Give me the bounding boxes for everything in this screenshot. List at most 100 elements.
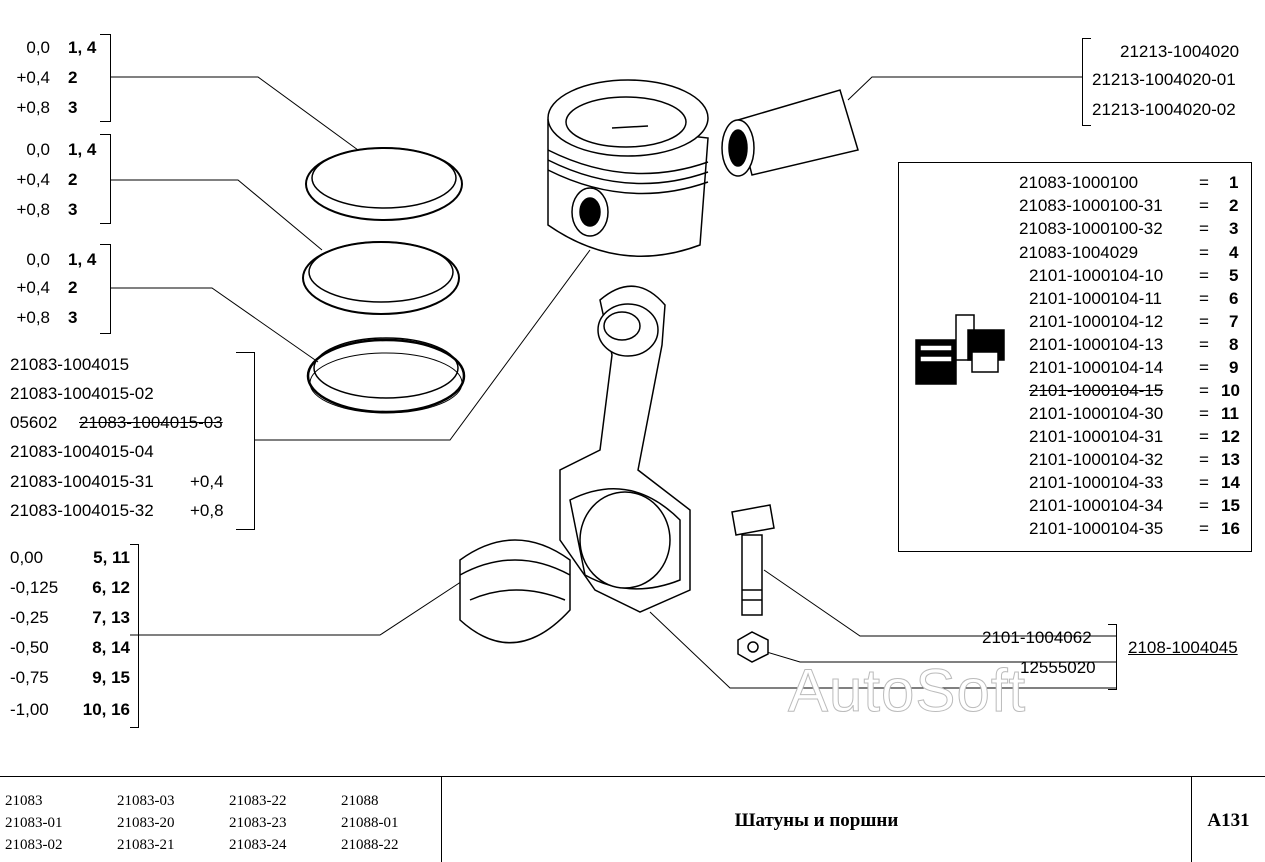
code-eq-9: = xyxy=(1199,381,1209,400)
leader-ring2 xyxy=(110,179,323,251)
bearing-items-3: 8, 14 xyxy=(92,638,130,657)
model-2-0: 21083-22 xyxy=(229,793,287,809)
code-eq-4: = xyxy=(1199,266,1209,285)
bolt-part-number: 2101-1004062 xyxy=(982,628,1092,647)
code-num-4: 5 xyxy=(1229,266,1239,285)
piston xyxy=(547,79,709,257)
code-num-11: 12 xyxy=(1221,427,1240,446)
code-eq-12: = xyxy=(1199,450,1209,469)
code-row-3: 21083-1004029 xyxy=(1019,243,1139,262)
piston-ring-2 xyxy=(302,241,460,315)
ring3-size-1: +0,4 xyxy=(16,278,50,297)
page-number: A131 xyxy=(1207,810,1250,831)
footer-divider-right xyxy=(1191,776,1192,862)
code-eq-3: = xyxy=(1199,243,1209,262)
code-row-11: 2101-1000104-31 xyxy=(1029,427,1164,446)
leader-pin xyxy=(847,76,1082,101)
ring-set-part-2-prefix: 05602 xyxy=(10,413,58,432)
ring3-size-0: 0,0 xyxy=(26,250,50,269)
code-num-15: 16 xyxy=(1221,519,1240,538)
piston-pin xyxy=(721,89,859,177)
code-row-12: 2101-1000104-32 xyxy=(1029,450,1164,469)
ring1-items-2: 3 xyxy=(68,98,78,117)
bearing-items-1: 6, 12 xyxy=(92,578,130,597)
bearing-size-2: -0,25 xyxy=(10,608,49,627)
pin-part-0: 21213-1004020 xyxy=(1120,42,1240,61)
leader-bolt xyxy=(763,569,1116,637)
ring-set-part-1: 21083-1004015-02 xyxy=(10,384,154,403)
code-row-9: 2101-1000104-15 xyxy=(1029,381,1164,400)
code-eq-0: = xyxy=(1199,173,1209,192)
code-num-1: 2 xyxy=(1229,196,1239,215)
model-1-0: 21083-03 xyxy=(117,793,175,809)
model-1-2: 21083-21 xyxy=(117,837,175,853)
bearing-bracket xyxy=(130,544,139,728)
footer-divider xyxy=(0,776,1265,777)
code-row-2: 21083-1000100-32 xyxy=(1019,219,1163,238)
ring3-items-2: 3 xyxy=(68,308,78,327)
bolt-nut-bracket xyxy=(1108,624,1117,690)
piston-ring-1 xyxy=(305,147,463,221)
assembly-part-number: 2108-1004045 xyxy=(1128,638,1238,657)
model-3-1: 21088-01 xyxy=(341,815,399,831)
model-3-0: 21088 xyxy=(341,793,379,809)
code-num-8: 9 xyxy=(1229,358,1239,377)
leader-nut xyxy=(759,649,1116,663)
code-num-13: 14 xyxy=(1221,473,1240,492)
code-eq-5: = xyxy=(1199,289,1209,308)
bearing-size-4: -0,75 xyxy=(10,668,49,687)
ring2-items-0: 1, 4 xyxy=(68,140,97,159)
code-eq-11: = xyxy=(1199,427,1209,446)
leader-bearing xyxy=(130,571,477,636)
ring1-items-1: 2 xyxy=(68,68,78,87)
ring1-bracket xyxy=(100,34,111,122)
code-num-14: 15 xyxy=(1221,496,1240,515)
code-row-4: 2101-1000104-10 xyxy=(1029,266,1164,285)
pin-bracket xyxy=(1082,38,1091,126)
model-2-2: 21083-24 xyxy=(229,837,287,853)
ring3-items-1: 2 xyxy=(68,278,78,297)
ring-set-part-5-suffix: +0,8 xyxy=(190,501,224,520)
nut-part-number: 12555020 xyxy=(1020,658,1096,677)
ring-set-part-3: 21083-1004015-04 xyxy=(10,442,154,461)
rod-nut xyxy=(737,631,769,663)
leader-ring1 xyxy=(110,76,359,151)
code-row-10: 2101-1000104-30 xyxy=(1029,404,1164,423)
pin-part-2: 21213-1004020-02 xyxy=(1092,100,1236,119)
bearing-items-5: 10, 16 xyxy=(82,700,130,719)
bearing-size-1: -0,125 xyxy=(10,578,59,597)
leader-ring3 xyxy=(110,287,319,363)
rod-bolt xyxy=(731,504,775,616)
code-row-0: 21083-1000100 xyxy=(1019,173,1139,192)
code-num-3: 4 xyxy=(1229,243,1239,262)
page-title: Шатуны и поршни xyxy=(734,810,899,831)
catalog-icon xyxy=(915,314,1005,385)
model-0-1: 21083-01 xyxy=(5,815,63,831)
code-eq-1: = xyxy=(1199,196,1209,215)
ring3-bracket xyxy=(100,244,111,334)
code-eq-8: = xyxy=(1199,358,1209,377)
ring3-size-2: +0,8 xyxy=(16,308,50,327)
bearing-size-3: -0,50 xyxy=(10,638,49,657)
bearing-items-4: 9, 15 xyxy=(92,668,130,687)
code-row-15: 2101-1000104-35 xyxy=(1029,519,1164,538)
bearing-size-5: -1,00 xyxy=(10,700,49,719)
code-row-6: 2101-1000104-12 xyxy=(1029,312,1164,331)
code-row-1: 21083-1000100-31 xyxy=(1019,196,1163,215)
ring1-items-0: 1, 4 xyxy=(68,38,97,57)
code-row-14: 2101-1000104-34 xyxy=(1029,496,1164,515)
model-3-2: 21088-22 xyxy=(341,837,399,853)
code-num-0: 1 xyxy=(1229,173,1239,192)
ring-set-part-4: 21083-1004015-31 xyxy=(10,472,154,491)
model-0-0: 21083 xyxy=(5,793,43,809)
ring-set-part-4-suffix: +0,4 xyxy=(190,472,224,491)
ring2-items-2: 3 xyxy=(68,200,78,219)
ring2-items-1: 2 xyxy=(68,170,78,189)
leader-piston xyxy=(254,249,591,441)
footer-divider-left xyxy=(441,776,442,862)
ring2-size-1: +0,4 xyxy=(16,170,50,189)
ring-set-part-0: 21083-1004015 xyxy=(10,355,130,374)
code-num-10: 11 xyxy=(1221,404,1239,423)
code-eq-15: = xyxy=(1199,519,1209,538)
